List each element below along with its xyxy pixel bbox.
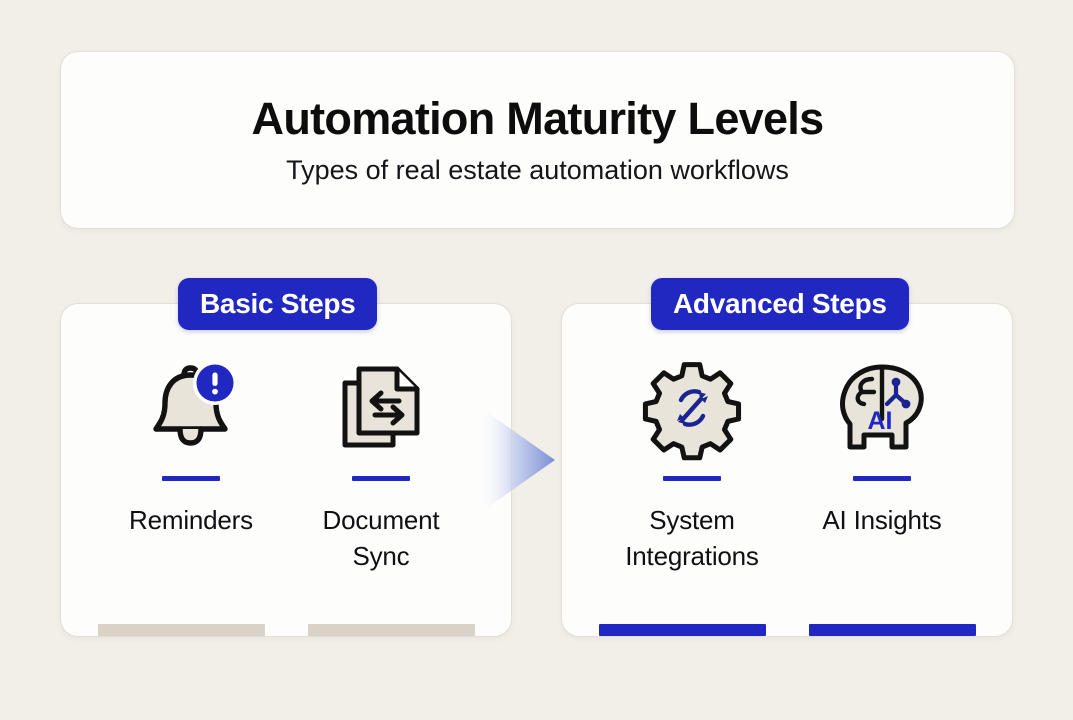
item-system-integrations[interactable]: System Integrations	[597, 356, 787, 636]
accent-rule	[162, 476, 220, 481]
progress-bar	[97, 624, 265, 636]
svg-text:AI: AI	[868, 407, 893, 435]
badge-advanced-steps[interactable]: Advanced Steps	[651, 278, 909, 330]
progress-bar	[808, 624, 976, 636]
item-ai-insights[interactable]: AI AI Insights	[787, 356, 977, 636]
badge-basic-steps[interactable]: Basic Steps	[178, 278, 378, 330]
document-sync-icon	[335, 356, 427, 460]
right-gradient-arrow	[481, 404, 559, 516]
badge-label: Basic Steps	[200, 288, 356, 319]
item-label: AI Insights	[822, 505, 942, 535]
item-reminders[interactable]: Reminders	[96, 356, 286, 636]
accent-rule	[663, 476, 721, 481]
item-label: Document Sync	[322, 505, 440, 571]
ai-brain-icon: AI	[834, 356, 930, 460]
accent-rule	[352, 476, 410, 481]
progress-bar	[598, 624, 766, 636]
panel-advanced-steps: System Integrations	[561, 303, 1013, 637]
progress-bar	[307, 624, 475, 636]
item-label: System Integrations	[625, 505, 759, 571]
item-label: Reminders	[129, 505, 253, 535]
page-title: Automation Maturity Levels	[251, 92, 825, 144]
header-card: Automation Maturity Levels Types of real…	[60, 51, 1015, 229]
progress-bars	[562, 624, 1012, 636]
gear-integration-icon	[642, 356, 742, 461]
page-subtitle: Types of real estate automation workflow…	[286, 154, 789, 185]
item-document-sync[interactable]: Document Sync	[286, 356, 476, 636]
panel-basic-steps: Reminders	[60, 303, 512, 637]
bell-alert-icon	[143, 356, 239, 460]
accent-rule	[853, 476, 911, 481]
badge-label: Advanced Steps	[673, 288, 887, 319]
progress-bars	[61, 624, 511, 636]
